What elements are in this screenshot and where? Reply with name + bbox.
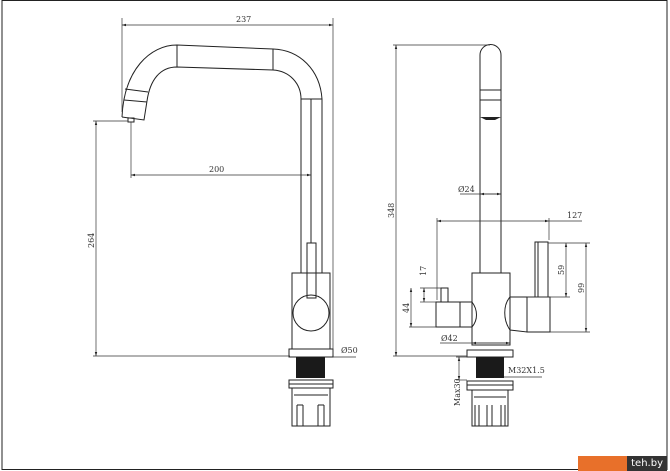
dim-44: 44 (402, 303, 411, 313)
thread-label: M32X1.5 (508, 366, 545, 375)
spout-column (479, 44, 502, 273)
dim-264: 264 (87, 233, 96, 248)
lever-base (526, 296, 551, 333)
base-flange (288, 348, 334, 358)
dim-max30: Max30 (453, 378, 462, 406)
lever-connector (504, 296, 528, 333)
dim-24: Ø24 (458, 185, 475, 194)
dim-17: 17 (419, 266, 428, 276)
dim-237: 237 (236, 15, 251, 24)
front-view: 348 Ø24 127 59 99 17 44 Ø42 M32X1.5 Max3… (387, 44, 590, 427)
lever (534, 241, 549, 298)
watermark: teh.by (578, 456, 667, 471)
dim-50: Ø50 (341, 346, 358, 355)
dim-127: 127 (567, 211, 582, 220)
knob-stem (440, 287, 449, 303)
base-flange (466, 349, 514, 358)
left-knob (435, 301, 461, 328)
watermark-text: teh.by (627, 456, 667, 471)
thread (476, 357, 504, 378)
dim-99: 99 (577, 283, 586, 293)
dim-59: 59 (557, 265, 566, 275)
body (291, 272, 331, 350)
handle (306, 242, 317, 299)
thread (296, 357, 325, 378)
handle-knob (292, 294, 330, 332)
dim-42: Ø42 (441, 334, 458, 343)
dim-348: 348 (387, 203, 396, 218)
body (471, 272, 511, 346)
spout-outer (121, 44, 323, 118)
side-view: 237 200 264 Ø50 (87, 15, 358, 427)
dim-200: 200 (209, 165, 224, 174)
spout-inner (146, 66, 302, 102)
